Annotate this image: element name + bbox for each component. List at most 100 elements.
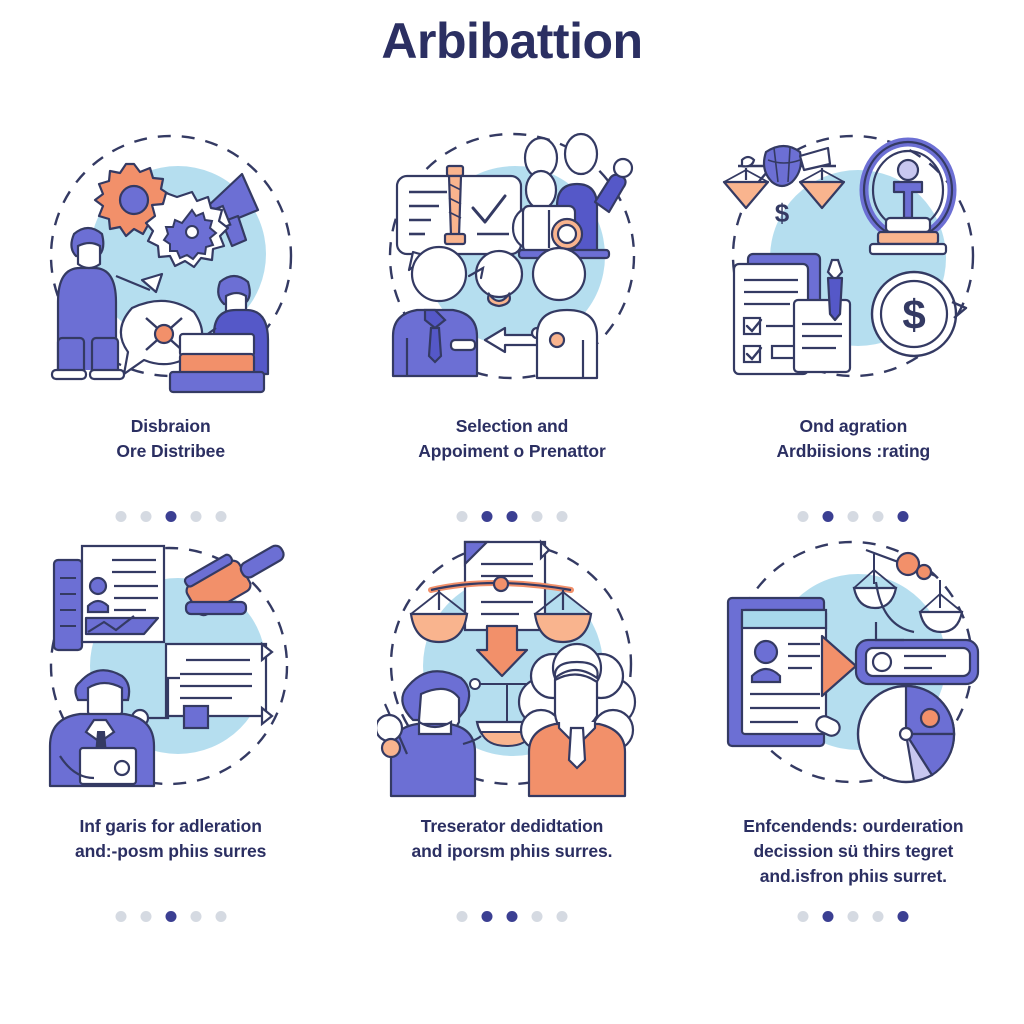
pagination-dot[interactable] <box>456 511 468 522</box>
person-icon-left <box>374 670 482 798</box>
person-icon-right <box>535 308 599 380</box>
document-icon <box>164 641 274 730</box>
small-arrow-icon <box>467 265 485 280</box>
caption-line: Ore Distribee <box>116 440 225 461</box>
input-bar-icon <box>855 622 980 686</box>
pagination-dot[interactable] <box>215 911 227 922</box>
illustration-profile-card-input-scales-piechart <box>718 532 988 800</box>
pagination-dots[interactable] <box>115 511 227 522</box>
pagination-dots[interactable] <box>797 511 909 522</box>
judge-icon <box>517 642 637 798</box>
profile-card-icon <box>727 596 828 748</box>
pagination-dot[interactable] <box>872 911 884 922</box>
card-caption: Disbraion Ore Distribee <box>36 414 306 464</box>
arrow-head-icon <box>951 300 968 319</box>
check-icon <box>746 318 763 333</box>
pagination-dot[interactable] <box>531 911 543 922</box>
illustration-scales-trophy-documents-coin: $ <box>718 128 988 396</box>
arrow-right-icon <box>821 634 858 698</box>
dollar-coin-icon: $ <box>871 270 968 358</box>
pagination-dot[interactable] <box>847 511 859 522</box>
pagination-dot[interactable] <box>115 511 127 522</box>
pagination-dot-active[interactable] <box>165 911 177 922</box>
pagination-dot[interactable] <box>556 511 568 522</box>
dollar-sign-icon: $ <box>903 291 926 338</box>
page-title: Arbibattion <box>381 13 643 69</box>
pagination-dot[interactable] <box>797 511 809 522</box>
pagination-dot-active[interactable] <box>481 911 493 922</box>
pagination-dots[interactable] <box>115 911 227 922</box>
pagination-dot-active[interactable] <box>897 511 909 522</box>
illustration-document-scales-arrow-two-people <box>374 532 647 800</box>
concept-card-deliberation[interactable]: Treserator dedidtation and iporsm phiıs … <box>341 528 682 928</box>
concept-card-dispute-overview[interactable]: Disbraion Ore Distribee <box>0 128 341 528</box>
pagination-dots[interactable] <box>456 511 568 522</box>
checkbox-icon <box>743 344 762 364</box>
cursor-pill-icon <box>815 715 842 737</box>
gavel-icon <box>183 544 285 617</box>
pagination-dot-active[interactable] <box>822 911 834 922</box>
lawyer-icon <box>48 669 155 788</box>
concept-card-arbitration-hearing[interactable]: $ <box>683 128 1024 528</box>
illustration-document-gavel-lawyer <box>36 532 306 800</box>
books-icon <box>168 332 265 394</box>
person-icon-suit <box>391 308 479 378</box>
caption-line: Ond agration <box>799 416 908 436</box>
pagination-dot[interactable] <box>531 511 543 522</box>
pagination-dot[interactable] <box>215 511 227 522</box>
dashed-circle-border <box>389 542 633 786</box>
pagination-dot-active[interactable] <box>165 511 177 522</box>
scales-icon <box>409 575 593 644</box>
caption-line: and iporsm phiıs surres. <box>411 840 613 861</box>
pagination-dot-active[interactable] <box>506 511 518 522</box>
podium-icon <box>517 204 611 260</box>
pagination-dot-active[interactable] <box>506 911 518 922</box>
concept-card-grid: Disbraion Ore Distribee <box>0 128 1024 928</box>
trophy-icon <box>859 137 957 256</box>
check-icon <box>471 194 507 224</box>
check-icon <box>746 346 763 361</box>
caption-line: Appoiment o Prenattor <box>418 440 606 461</box>
card-caption: Enfcendends: ourdeıration decission sü t… <box>718 814 988 889</box>
pagination-dot-active[interactable] <box>897 911 909 922</box>
pie-chart-icon <box>857 684 956 784</box>
pagination-dot[interactable] <box>797 911 809 922</box>
pagination-dot-active[interactable] <box>822 511 834 522</box>
document-profile-icon <box>52 544 165 652</box>
avatar <box>88 576 107 596</box>
caption-line: Treserator dedidtation <box>420 816 604 836</box>
caption-line: decission sü thirs tegret <box>753 840 954 861</box>
pagination-dot[interactable] <box>847 911 859 922</box>
concept-card-enforcement[interactable]: Enfcendends: ourdeıration decission sü t… <box>683 528 1024 928</box>
concept-card-evidence-gavel[interactable]: Inf garis for adleration and:-posm phiıs… <box>0 528 341 928</box>
pagination-dot[interactable] <box>190 511 202 522</box>
arrow-down-icon <box>475 624 529 678</box>
caption-line: Disbraion <box>130 416 211 436</box>
caption-line: Enfcendends: ourdeıration <box>743 816 964 836</box>
dashed-circle-border <box>49 546 288 786</box>
card-caption: Inf garis for adleration and:-posm phiıs… <box>36 814 306 864</box>
pagination-dot[interactable] <box>140 911 152 922</box>
pagination-dots[interactable] <box>456 911 568 922</box>
pagination-dot[interactable] <box>115 911 127 922</box>
pagination-dots[interactable] <box>797 911 909 922</box>
pagination-dot[interactable] <box>556 911 568 922</box>
card-caption: Ond agration Ardbiisions :rating <box>718 414 988 464</box>
concept-card-selection-appointment[interactable]: Selection and Appoiment o Prenattor <box>341 128 682 528</box>
person-icon-left <box>50 226 163 381</box>
pagination-dot[interactable] <box>456 911 468 922</box>
document-icon-stack <box>733 252 852 376</box>
pagination-dot[interactable] <box>872 511 884 522</box>
scales-icon <box>852 548 964 634</box>
caption-line: and:-posm phiıs surres <box>75 840 267 861</box>
caption-line: Inf garis for adleration <box>79 816 262 836</box>
pagination-dot[interactable] <box>190 911 202 922</box>
pagination-dot-active[interactable] <box>481 511 493 522</box>
pagination-dot[interactable] <box>140 511 152 522</box>
caption-line: Selection and <box>455 416 569 436</box>
dashed-circle-border <box>732 134 975 378</box>
dollar-sign-icon: $ <box>775 198 790 228</box>
caption-line: and.isfron phiıs surret. <box>759 865 947 886</box>
card-caption: Selection and Appoiment o Prenattor <box>377 414 647 464</box>
